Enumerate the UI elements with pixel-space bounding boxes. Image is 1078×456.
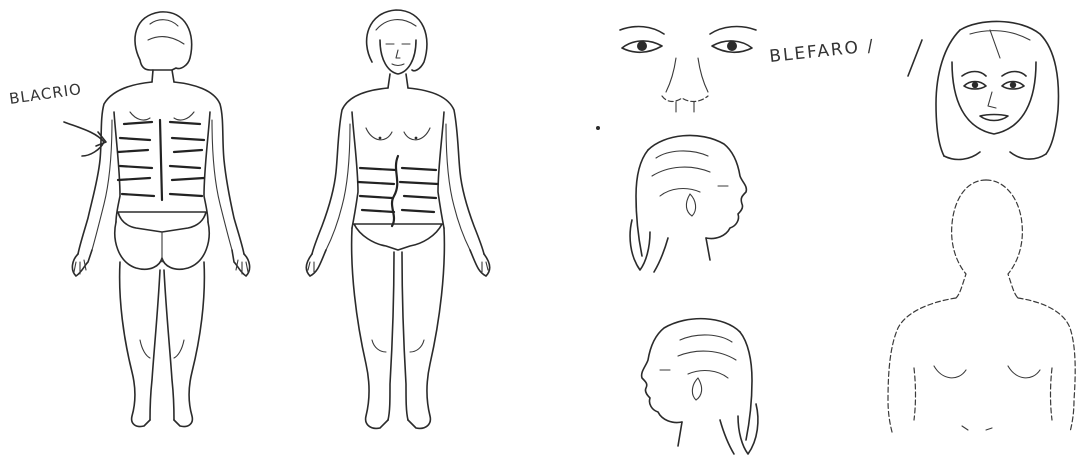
front-left-arm — [312, 88, 388, 254]
back-right-hand — [232, 250, 250, 276]
profile-left-face — [642, 319, 740, 423]
upper-torso-silhouette — [888, 180, 1075, 432]
head-front-face — [952, 62, 1036, 134]
blefaro-slash — [908, 40, 922, 76]
back-treatment-marks — [118, 120, 204, 200]
back-underwear — [118, 212, 206, 232]
back-annotation-label: BLACRIO — [8, 80, 83, 108]
eyes-nose-detail — [620, 27, 756, 112]
front-face — [380, 40, 416, 74]
silhouette-right-shoulder — [1018, 298, 1075, 432]
front-underwear — [354, 224, 442, 250]
back-annotation-arrow — [64, 122, 104, 156]
front-chest — [366, 128, 430, 140]
silhouette-left-shoulder — [888, 298, 956, 432]
head-front-brows — [962, 72, 1026, 77]
profile-right-face — [648, 135, 746, 238]
nose-tip — [662, 96, 708, 102]
silhouette-head-right — [986, 180, 1022, 298]
head-profile-left — [642, 319, 758, 454]
female-front-full-figure — [306, 10, 489, 428]
silhouette-head-left — [952, 180, 986, 298]
right-brow — [710, 27, 756, 34]
profile-right-ear — [686, 194, 695, 216]
front-treatment-marks — [358, 156, 438, 226]
head-front-hair-left — [936, 30, 960, 156]
head-front-mouth — [980, 115, 1008, 121]
nose-bridge — [666, 58, 708, 92]
head-profile-right — [630, 135, 746, 272]
head-front: BLEFARO / — [768, 21, 1058, 159]
back-hair — [135, 12, 192, 70]
profile-right-hair-back — [636, 150, 648, 256]
front-right-arm — [408, 88, 484, 254]
back-hair-strands — [148, 20, 184, 44]
profile-left-hair-back — [740, 332, 752, 440]
profile-left-ear — [692, 378, 701, 400]
left-brow — [620, 27, 664, 34]
female-back-full-figure: BLACRIO — [8, 12, 250, 427]
face-annotation-label: BLEFARO / — [768, 36, 876, 67]
